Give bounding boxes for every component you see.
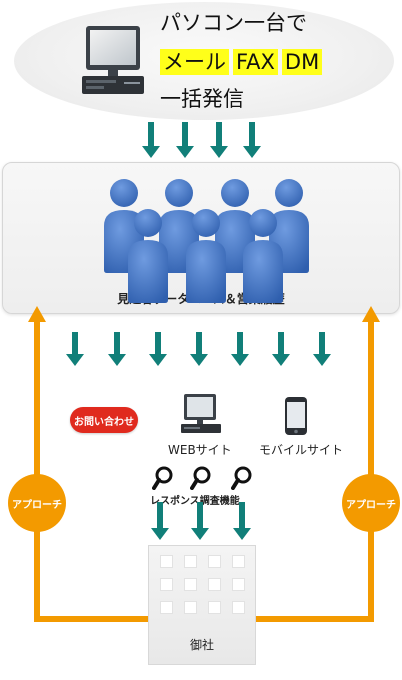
down-arrow-bottom-3: [233, 502, 251, 540]
approach-line-left: [34, 322, 40, 622]
badge-dm: DM: [281, 49, 323, 75]
building-window: [208, 578, 221, 591]
badge-mail: メール: [160, 49, 229, 75]
down-arrow-top-4: [243, 122, 261, 158]
building-window: [160, 578, 173, 591]
down-arrow-mid-1: [66, 332, 84, 366]
approach-arrowhead-right: [362, 306, 380, 322]
down-arrow-bottom-1: [151, 502, 169, 540]
desktop-pc-icon: [82, 26, 144, 94]
building-window: [208, 555, 221, 568]
person-icon-front-2: [186, 209, 226, 303]
down-arrow-mid-4: [190, 332, 208, 366]
smartphone-icon: [285, 397, 307, 435]
company-label: 御社: [189, 638, 214, 652]
building-window: [184, 601, 197, 614]
badge-fax: FAX: [233, 49, 278, 75]
headline-channel-badges: メール FAX DM: [160, 49, 323, 75]
mobile-site-label: モバイルサイト: [259, 443, 344, 457]
magnifier-icon-3: [231, 466, 252, 490]
headline-line-1: パソコン一台で: [160, 11, 307, 35]
person-icon-front-1: [128, 209, 168, 303]
down-arrow-mid-3: [149, 332, 167, 366]
down-arrow-mid-5: [231, 332, 249, 366]
headline-line-3: 一括発信: [160, 87, 244, 111]
down-arrow-bottom-2: [191, 502, 209, 540]
person-icon-front-3: [243, 209, 283, 303]
building-window: [184, 578, 197, 591]
magnifier-icon-2: [190, 466, 211, 490]
building-window: [232, 601, 245, 614]
down-arrow-top-3: [210, 122, 228, 158]
approach-circle-right: アプローチ: [342, 474, 400, 532]
down-arrow-top-2: [176, 122, 194, 158]
down-arrow-mid-6: [272, 332, 290, 366]
building-window: [160, 555, 173, 568]
approach-line-right: [368, 322, 374, 622]
inquiry-badge: お問い合わせ: [70, 407, 138, 433]
building-window: [208, 601, 221, 614]
building-window: [232, 578, 245, 591]
down-arrow-mid-7: [313, 332, 331, 366]
web-site-label: WEBサイト: [168, 443, 232, 457]
response-survey-label: レスポンス調査機能: [150, 496, 240, 507]
down-arrow-top-1: [142, 122, 160, 158]
down-arrow-mid-2: [108, 332, 126, 366]
magnifier-icon-1: [152, 466, 173, 490]
approach-circle-left: アプローチ: [8, 474, 66, 532]
building-window: [160, 601, 173, 614]
web-pc-icon: [181, 394, 221, 433]
building-window: [184, 555, 197, 568]
approach-arrowhead-left: [28, 306, 46, 322]
building-window: [232, 555, 245, 568]
